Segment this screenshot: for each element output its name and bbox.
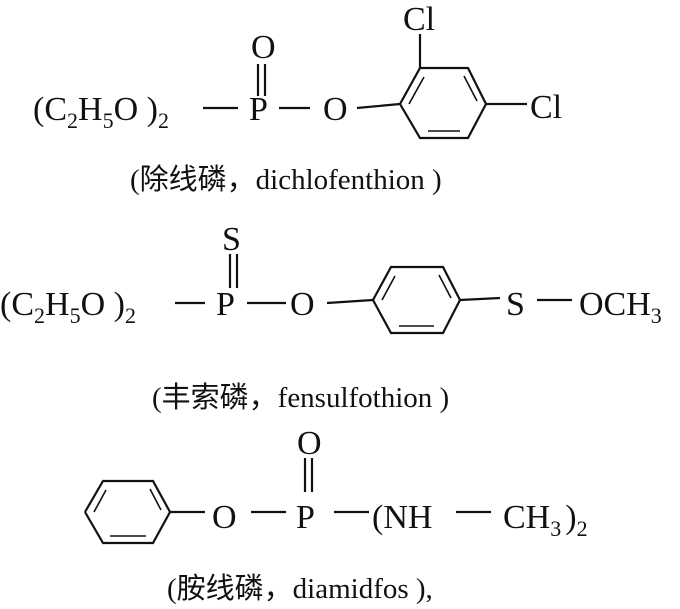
compound-dichlofenthion: (C2H5O )2 P O O Cl Cl (除线磷，dichlofenthio… <box>33 1 562 196</box>
bond <box>459 296 501 302</box>
methylamino-nh: (NH <box>372 499 432 536</box>
oxygen-atom: O <box>323 91 348 128</box>
chlorine-atom-top: Cl <box>403 1 435 38</box>
oxygen-atom: O <box>212 499 237 536</box>
ring-double-bond <box>149 488 162 511</box>
ring-double-bond <box>463 75 478 102</box>
caption-diamidfos: (胺线磷，diamidfos ), <box>167 572 433 605</box>
oxygen-atom-top: O <box>251 29 276 66</box>
bond <box>356 102 401 110</box>
diethoxy-group: (C2H5O )2 <box>0 286 136 328</box>
methoxy-group: OCH3 <box>579 286 662 328</box>
methyl-group: CH3)2 <box>503 499 588 541</box>
caption-dichlofenthion: (除线磷，dichlofenthion ) <box>130 163 442 196</box>
phosphorus-atom: P <box>216 286 235 323</box>
ring-double-bond <box>408 76 425 105</box>
phosphorus-atom: P <box>249 91 268 128</box>
ring-double-bond <box>381 275 396 301</box>
oxygen-atom-top: O <box>297 425 322 462</box>
phosphorus-atom: P <box>296 499 315 536</box>
benzene-ring <box>372 265 462 335</box>
bond <box>326 298 374 305</box>
sulfur-atom: S <box>506 286 525 323</box>
ring-double-bond <box>93 489 107 513</box>
diethoxy-group: (C2H5O )2 <box>33 91 169 133</box>
chlorine-atom-right: Cl <box>530 89 562 126</box>
benzene-ring <box>399 66 488 140</box>
sulfur-atom-top: S <box>222 221 241 258</box>
ring-double-bond <box>438 274 452 299</box>
compound-fensulfothion: (C2H5O )2 P S O S OCH3 (丰索磷，fensulfothio… <box>0 221 662 414</box>
compound-diamidfos: O P O (NH CH3)2 (胺线磷，diamidfos ), <box>84 425 588 605</box>
oxygen-atom: O <box>290 286 315 323</box>
benzene-ring <box>84 479 172 545</box>
caption-fensulfothion: (丰索磷，fensulfothion ) <box>152 381 449 414</box>
